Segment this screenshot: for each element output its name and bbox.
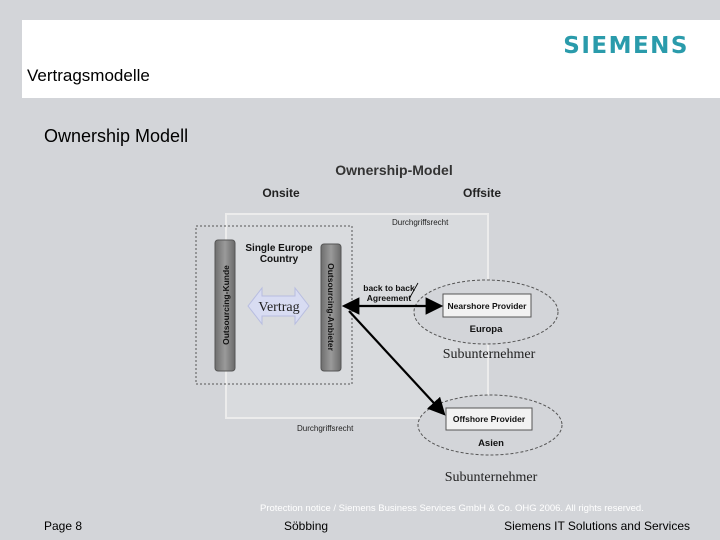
offshore-agreement-arrow	[348, 310, 446, 416]
outsourcing-anbieter-pillar	[320, 243, 342, 372]
outsourcing-anbieter-label: Outsourcing-Anbieter	[326, 263, 336, 352]
vertrag-double-arrow	[247, 286, 310, 326]
europa-label: Europa	[470, 324, 503, 335]
siemens-logo: SIEMENS	[563, 33, 689, 59]
outsourcing-kunde-label: Outsourcing-Kunde	[221, 265, 231, 345]
company-name: Siemens IT Solutions and Services	[504, 519, 690, 533]
slide-title: Vertragsmodelle	[27, 66, 150, 85]
offshore-provider-label: Offshore Provider	[453, 414, 526, 424]
subunternehmer-2-label: Subunternehmer	[445, 470, 538, 485]
single-europe-country-box	[195, 225, 353, 385]
offshore-provider-box	[445, 407, 533, 431]
nearshore-provider-label: Nearshore Provider	[448, 301, 528, 311]
diagram-title: Ownership-Model	[335, 162, 452, 178]
protection-notice: Protection notice / Siemens Business Ser…	[260, 503, 644, 514]
slide-subtitle: Ownership Modell	[44, 126, 189, 146]
subunternehmer-1-label: Subunternehmer	[443, 347, 536, 362]
back-to-back-label-2: Agreement	[367, 293, 412, 303]
asien-label: Asien	[478, 438, 504, 449]
vertrag-label: Vertrag	[258, 300, 299, 315]
single-europe-label-1: Single Europe	[245, 243, 313, 254]
b2b-pointer-line	[408, 282, 419, 300]
page-number: Page 8	[44, 519, 83, 533]
header-band: SIEMENS Vertragsmodelle	[22, 20, 720, 98]
outsourcing-kunde-pillar	[214, 239, 236, 372]
column-offsite: Offsite	[463, 186, 501, 200]
durchgriffsrecht-top-label: Durchgriffsrecht	[392, 218, 449, 227]
back-to-back-label-1: back to back	[363, 283, 415, 293]
author-name: Söbbing	[284, 519, 329, 533]
durchgriffsrecht-bottom-label: Durchgriffsrecht	[297, 424, 354, 433]
single-europe-label-2: Country	[260, 254, 299, 265]
column-onsite: Onsite	[262, 186, 300, 200]
